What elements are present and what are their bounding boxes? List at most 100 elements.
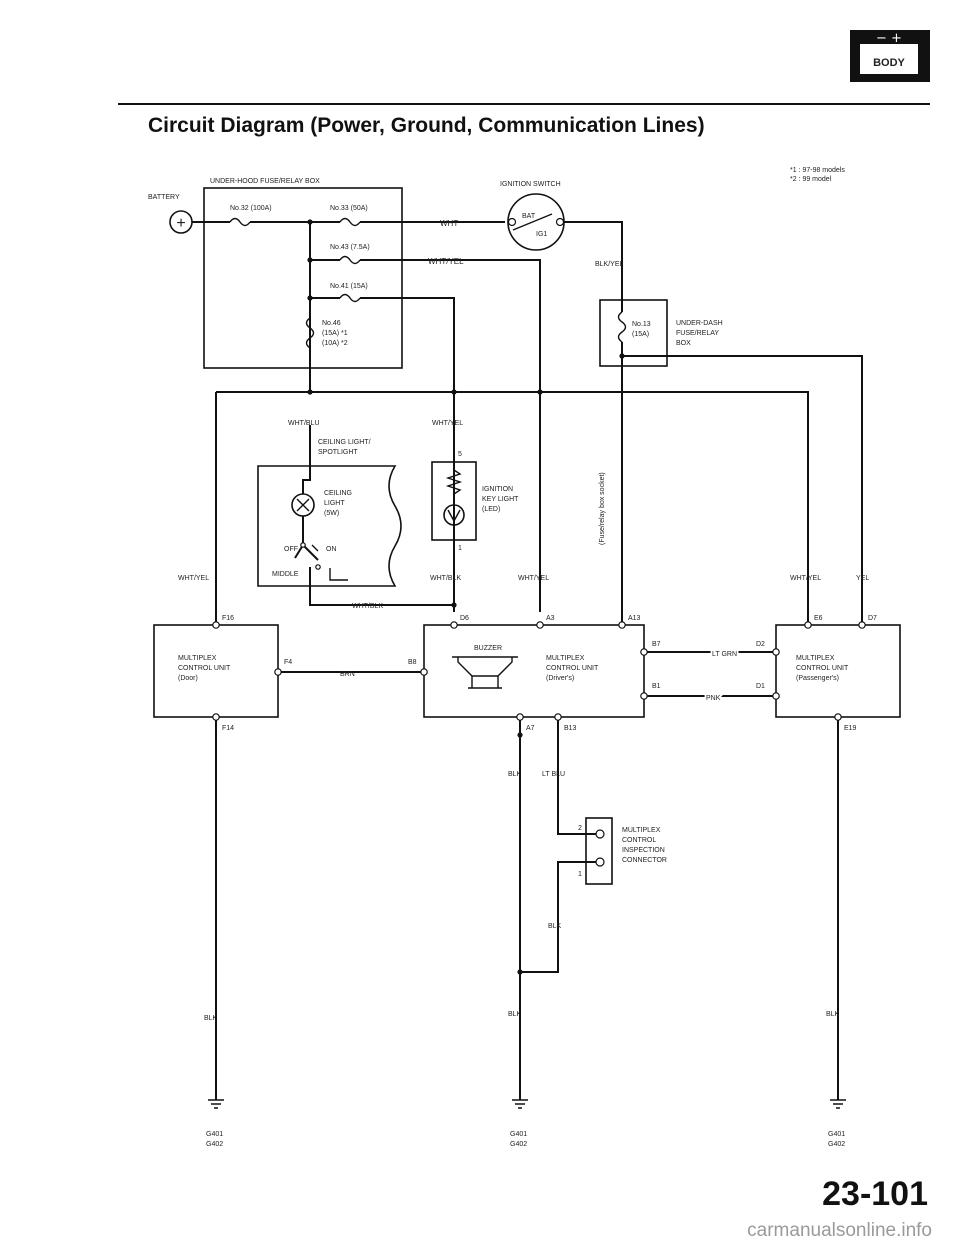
key-light-label-2: KEY LIGHT: [482, 496, 519, 503]
ceiling-switch: [311, 544, 348, 581]
key-light-label-1: IGNITION: [482, 486, 513, 493]
underhood-box-label: UNDER-HOOD FUSE/RELAY BOX: [210, 178, 320, 185]
body-badge: − + BODY: [850, 30, 930, 82]
battery-plus-icon: +: [176, 215, 185, 232]
mcu-driver-label-3: (Driver's): [546, 675, 574, 682]
badge-battery-symbols: − +: [876, 31, 902, 46]
ceiling-off-label: OFF: [284, 546, 298, 553]
term-f14: F14: [222, 725, 234, 732]
ceiling-on-label: ON: [326, 546, 337, 553]
ig-ig1-label: IG1: [536, 231, 547, 238]
term-d7: D7: [868, 615, 877, 622]
mcu-door-label-1: MULTIPLEX: [178, 655, 217, 662]
page-number: 23-101: [822, 1175, 928, 1213]
buzzer-icon: [452, 656, 518, 689]
term-d1: D1: [756, 683, 765, 690]
bus-wires: [309, 222, 541, 612]
term-e19: E19: [844, 725, 857, 732]
fuse-13-label-2: (15A): [632, 331, 649, 338]
underdash-label-1: UNDER-DASH: [676, 320, 723, 327]
key-light-label-3: (LED): [482, 506, 500, 513]
fuse-32-symbol: [229, 217, 251, 227]
mcu-driver-label-2: CONTROL UNIT: [546, 665, 599, 672]
term-b1: B1: [652, 683, 661, 690]
fuse-33-symbol: [339, 217, 361, 227]
wire-label-yel: YEL: [856, 575, 869, 582]
fuse-46-symbol: [305, 317, 315, 349]
battery-label: BATTERY: [148, 194, 180, 201]
wire-label-blk-a7: BLK: [508, 771, 522, 778]
fuse-41-wire: [310, 297, 455, 612]
wire-label-pnk: PNK: [706, 695, 721, 702]
mcu-door: MULTIPLEX CONTROL UNIT (Door) F16 F4 F14: [153, 615, 292, 732]
ground-mid-1: G401: [510, 1131, 527, 1138]
wire-label-wht-blk-a: WHT/BLK: [352, 603, 383, 610]
wire-label-wht-blk-b: WHT/BLK: [430, 575, 461, 582]
term-d2: D2: [756, 641, 765, 648]
inspection-label-1: MULTIPLEX: [622, 827, 661, 834]
ground-left-2: G402: [206, 1141, 223, 1148]
mcu-door-label-2: CONTROL UNIT: [178, 665, 231, 672]
fuse-32-label: No.32 (100A): [230, 205, 272, 212]
ground-left-1: G401: [206, 1131, 223, 1138]
ignition-switch-label: IGNITION SWITCH: [500, 181, 561, 188]
ig1-wire: [563, 221, 623, 312]
wire-label-lt-grn: LT GRN: [712, 651, 737, 658]
inspection-label-2: CONTROL: [622, 837, 656, 844]
ceiling-light-title-2: SPOTLIGHT: [318, 449, 358, 456]
ceiling-bulb-icon: [296, 498, 310, 512]
ceiling-light-wires: [294, 425, 319, 561]
ceiling-middle-label: MIDDLE: [272, 571, 299, 578]
mcu-passenger-label-2: CONTROL UNIT: [796, 665, 849, 672]
insp-pin-1: 1: [578, 871, 582, 878]
fuse-46-label-3: (10A) *2: [322, 340, 348, 347]
wht-blk-ceiling-wire: [309, 567, 454, 606]
page-title: Circuit Diagram (Power, Ground, Communic…: [148, 114, 705, 137]
mcu-passenger: MULTIPLEX CONTROL UNIT (Passenger's) E6 …: [756, 615, 901, 732]
term-e6: E6: [814, 615, 823, 622]
term-b7: B7: [652, 641, 661, 648]
key-light-led-icon: [447, 509, 461, 523]
ceiling-light-label-2: LIGHT: [324, 500, 345, 507]
underdash-label-3: BOX: [676, 340, 691, 347]
fuse-41-symbol: [339, 293, 361, 303]
buzzer-label: BUZZER: [474, 645, 502, 652]
underdash-label-2: FUSE/RELAY: [676, 330, 719, 337]
mcu-passenger-label-3: (Passenger's): [796, 675, 839, 682]
wire-label-brn: BRN: [340, 671, 355, 678]
underdash-fuse-box: No.13 (15A) UNDER-DASH FUSE/RELAY BOX: [599, 299, 723, 367]
mcu-door-label-3: (Door): [178, 675, 198, 682]
underhood-fuse-box: UNDER-HOOD FUSE/RELAY BOX No.32 (100A) N…: [203, 178, 403, 369]
term-b8: B8: [408, 659, 417, 666]
fuse-46-label-1: No.46: [322, 320, 341, 327]
wire-label-blk-right: BLK: [826, 1011, 840, 1018]
mcu-passenger-label-1: MULTIPLEX: [796, 655, 835, 662]
ground-right-1: G401: [828, 1131, 845, 1138]
inspection-connector: 2 1 MULTIPLEX CONTROL INSPECTION CONNECT…: [578, 817, 667, 885]
wire-label-blk-conn: BLK: [548, 923, 562, 930]
fuse-43-symbol: [339, 255, 361, 265]
inspection-label-3: INSPECTION: [622, 847, 665, 854]
fuse-33-label: No.33 (50A): [330, 205, 368, 212]
yel-wire: [622, 355, 863, 625]
wire-label-wht: WHT: [440, 219, 458, 228]
ceiling-light-label-1: CEILING: [324, 490, 352, 497]
badge-label: BODY: [873, 57, 905, 69]
note-2: *2 : 99 model: [790, 176, 832, 183]
ceiling-light-title-1: CEILING LIGHT/: [318, 439, 371, 446]
insp-pin-2: 2: [578, 825, 582, 832]
term-d6: D6: [460, 615, 469, 622]
wire-label-wht-yel-a3: WHT/YEL: [518, 575, 549, 582]
term-a3: A3: [546, 615, 555, 622]
inspection-label-4: CONNECTOR: [622, 857, 667, 864]
wire-label-wht-blu: WHT/BLU: [288, 420, 320, 427]
note-1: *1 : 97-98 models: [790, 167, 845, 174]
ground-icon-left: [208, 1099, 224, 1109]
watermark: carmanualsonline.info: [747, 1220, 932, 1241]
term-f16: F16: [222, 615, 234, 622]
key-pin-bottom: 1: [458, 545, 462, 552]
battery: BATTERY +: [148, 194, 193, 234]
fuse-13-symbol: [617, 311, 627, 343]
ignition-switch: IGNITION SWITCH BAT IG1: [500, 181, 565, 251]
